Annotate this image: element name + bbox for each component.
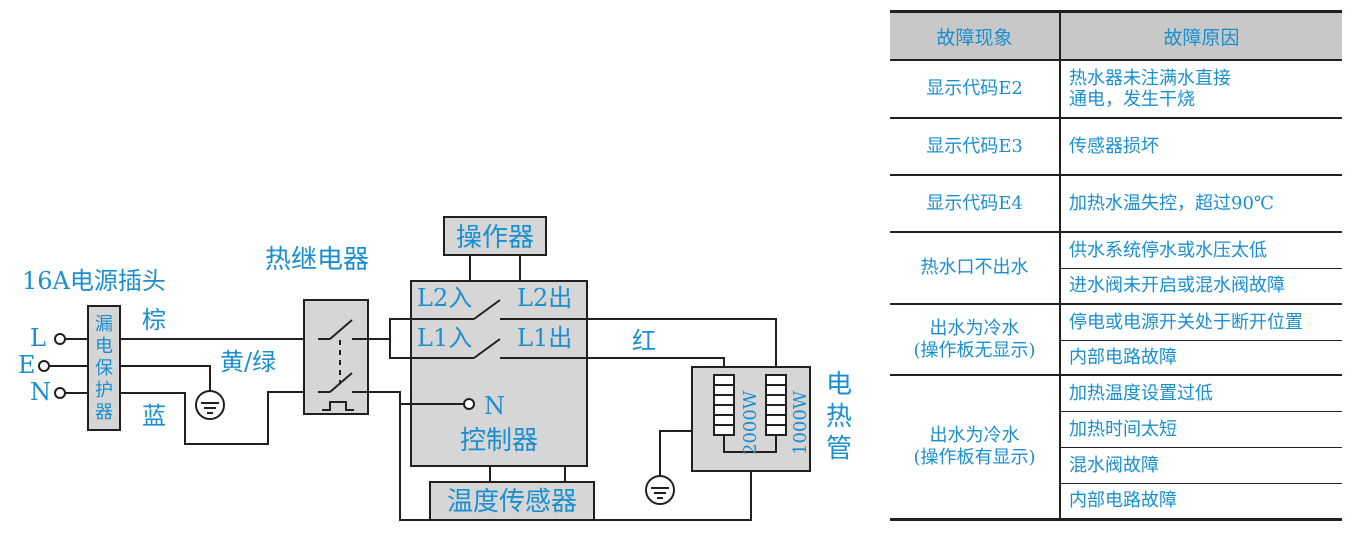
symptom-cell: 热水口不出水 <box>890 231 1061 304</box>
operator-box <box>443 216 547 256</box>
plug-label: 16A电源插头 <box>22 267 166 295</box>
heater-box <box>691 366 811 472</box>
symptom-cell: 出水为冷水 (操作板无显示) <box>890 303 1061 375</box>
leakage-protector-char: 漏 <box>95 314 113 335</box>
cause-cell: 传感器损坏 <box>1060 117 1342 175</box>
heater-label-char: 电 <box>826 370 852 400</box>
ground-symbol-left <box>195 390 225 420</box>
cause-cell: 加热时间太短 <box>1060 410 1342 447</box>
ground-symbol-right <box>645 475 675 505</box>
terminal-l-pin <box>54 333 66 345</box>
symptom-cell: 显示代码E2 <box>890 59 1061 118</box>
cause-cell: 供水系统停水或水压太低 <box>1060 231 1342 268</box>
terminal-n-label: N <box>30 378 51 406</box>
symptom-cell: 出水为冷水 (操作板有显示) <box>890 374 1061 519</box>
thermal-relay-label: 热继电器 <box>265 245 369 275</box>
controller-l2-in: L2入 <box>417 284 472 312</box>
wire-label-blue: 蓝 <box>142 402 166 430</box>
temp-sensor-label: 温度传感器 <box>447 487 577 517</box>
heater-power-b: 1000W <box>790 390 811 455</box>
terminal-e-pin <box>38 360 50 372</box>
temp-sensor-box <box>429 481 595 521</box>
heater-label-char: 管 <box>826 434 852 464</box>
controller-l1-in: L1入 <box>417 324 472 352</box>
leakage-protector-char: 器 <box>95 402 113 423</box>
controller-box <box>410 280 588 467</box>
header-symptom: 故障现象 <box>890 11 1061 61</box>
cause-cell: 混水阀故障 <box>1060 446 1342 483</box>
wire-label-yellow-green: 黄/绿 <box>220 348 276 376</box>
header-cause: 故障原因 <box>1060 11 1342 61</box>
terminal-e-label: E <box>18 351 36 379</box>
controller-l2-out: L2出 <box>517 284 572 312</box>
terminal-n-pin <box>54 387 66 399</box>
cause-cell: 内部电路故障 <box>1060 339 1342 375</box>
thermal-relay-box <box>303 299 369 415</box>
controller-n-label: N <box>484 392 505 420</box>
cause-cell: 加热温度设置过低 <box>1060 374 1342 411</box>
wire-label-brown: 棕 <box>142 306 166 334</box>
cause-cell: 热水器未注满水直接 通电，发生干烧 <box>1060 59 1342 118</box>
symptom-cell: 显示代码E4 <box>890 174 1061 232</box>
cause-cell: 加热水温失控，超过90℃ <box>1060 174 1342 232</box>
symptom-cell: 显示代码E3 <box>890 117 1061 175</box>
fault-table: 故障现象 故障原因 显示代码E2 热水器未注满水直接 通电，发生干烧 显示代码E… <box>890 10 1342 521</box>
heater-power-a: 2000W <box>740 390 761 455</box>
leakage-protector-char: 电 <box>95 336 113 357</box>
controller-l1-out: L1出 <box>517 324 572 352</box>
leakage-protector-char: 保 <box>95 358 113 379</box>
wire-label-red: 红 <box>632 327 656 355</box>
leakage-protector-box <box>87 305 121 431</box>
heater-label-char: 热 <box>826 402 852 432</box>
controller-label: 控制器 <box>460 426 538 456</box>
leakage-protector-char: 护 <box>95 380 113 401</box>
cause-cell: 停电或电源开关处于断开位置 <box>1060 303 1342 340</box>
cause-cell: 进水阀未开启或混水阀故障 <box>1060 267 1342 304</box>
circuit-diagram: 16A电源插头 L E N 漏 电 保 护 器 棕 黄/绿 蓝 热继电器 操作器… <box>18 216 852 521</box>
operator-label: 操作器 <box>456 223 534 253</box>
terminal-l-label: L <box>30 324 46 352</box>
cause-cell: 内部电路故障 <box>1060 482 1342 519</box>
